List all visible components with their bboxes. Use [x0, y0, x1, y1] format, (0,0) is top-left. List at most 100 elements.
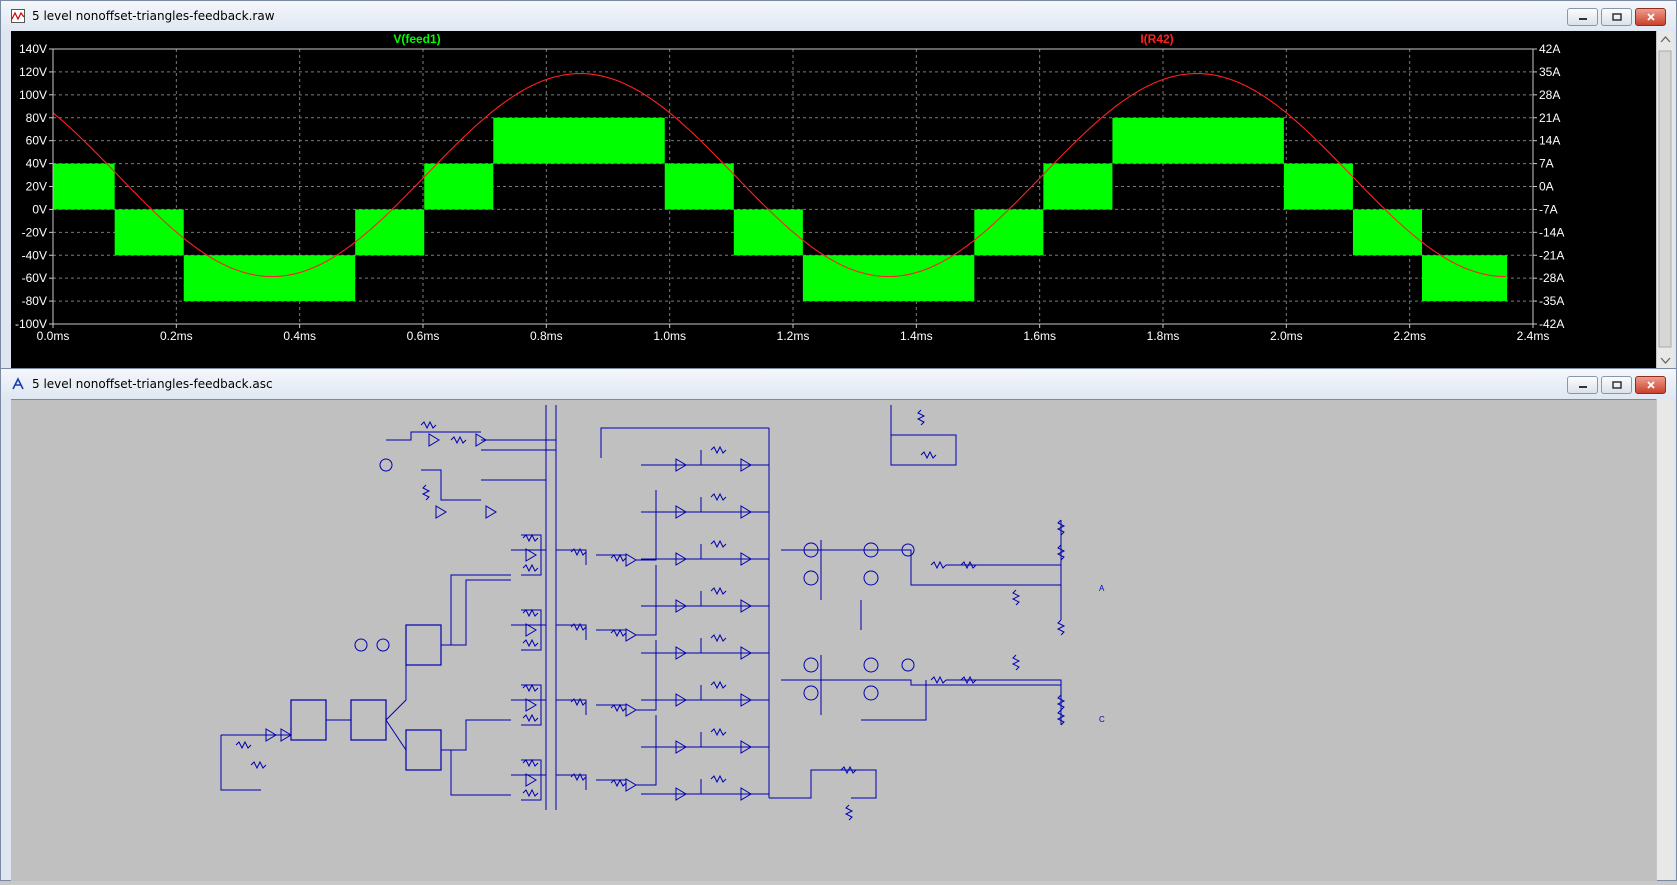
- x-tick-label: 1.8ms: [1147, 329, 1180, 343]
- opamp: [675, 693, 687, 707]
- x-tick-label: 2.2ms: [1393, 329, 1426, 343]
- opamp: [485, 505, 497, 519]
- y-right-tick-label: -21A: [1539, 248, 1564, 262]
- waveform-vertical-scrollbar[interactable]: [1656, 31, 1674, 369]
- y-left-tick-label: -80V: [22, 294, 47, 308]
- waveform-maximize-button[interactable]: [1601, 8, 1632, 26]
- opamp: [740, 646, 752, 660]
- y-right-tick-label: -14A: [1539, 225, 1564, 239]
- opamp: [740, 458, 752, 472]
- transistor: [863, 657, 879, 673]
- resistor: [930, 560, 947, 570]
- waveform-titlebar[interactable]: 5 level nonoffset-triangles-feedback.raw: [1, 1, 1676, 31]
- resistor: [710, 680, 727, 690]
- resistor: [1056, 619, 1066, 636]
- x-tick-label: 1.0ms: [653, 329, 686, 343]
- schematic-maximize-button[interactable]: [1601, 376, 1632, 394]
- x-tick-label: 1.6ms: [1023, 329, 1056, 343]
- wire: [636, 565, 657, 636]
- source: [376, 638, 390, 652]
- y-left-tick-label: -20V: [22, 225, 47, 239]
- y-left-tick-label: 120V: [19, 65, 47, 79]
- resistor: [840, 765, 857, 775]
- transistor: [803, 657, 819, 673]
- resistor: [570, 697, 587, 707]
- opamp: [675, 740, 687, 754]
- transistor: [803, 570, 819, 586]
- resistor: [920, 450, 937, 460]
- v-band-segment: [53, 163, 115, 210]
- y-right-tick-label: -7A: [1539, 202, 1558, 216]
- wire: [521, 684, 542, 726]
- y-axis-left-labels: 140V120V100V80V60V40V20V0V-20V-40V-60V-8…: [15, 42, 53, 331]
- resistor: [522, 683, 539, 693]
- opamp: [740, 599, 752, 613]
- v-band-segment: [1112, 117, 1284, 164]
- schematic-close-button[interactable]: [1635, 376, 1666, 394]
- resistor: [570, 772, 587, 782]
- resistor: [710, 586, 727, 596]
- trace-label-v-feed1[interactable]: V(feed1): [393, 32, 440, 46]
- wire: [636, 640, 657, 711]
- wire: [220, 735, 261, 791]
- waveform-close-button[interactable]: [1635, 8, 1666, 26]
- opamp: [675, 787, 687, 801]
- x-tick-label: 0.0ms: [37, 329, 70, 343]
- wire: [386, 431, 481, 441]
- opamp: [435, 505, 447, 519]
- opamp: [740, 505, 752, 519]
- opamp: [740, 740, 752, 754]
- trace-label-i-r42[interactable]: I(R42): [1140, 32, 1173, 46]
- resistor: [1056, 709, 1066, 726]
- transistor: [803, 542, 819, 558]
- transistor: [863, 542, 879, 558]
- wire: [521, 534, 542, 576]
- schematic-drawing[interactable]: A C: [11, 400, 1657, 881]
- resistor: [235, 740, 252, 750]
- resistor: [710, 492, 727, 502]
- resistor: [522, 533, 539, 543]
- opamp: [740, 552, 752, 566]
- v-band-segment: [355, 209, 425, 256]
- wire: [556, 624, 587, 640]
- wire: [441, 719, 511, 751]
- pwm-block: [290, 699, 327, 741]
- v-band-segment: [114, 209, 184, 256]
- schematic-minimize-button[interactable]: [1567, 376, 1598, 394]
- opamp: [525, 548, 537, 562]
- wire: [450, 750, 511, 796]
- pwm-block: [350, 699, 387, 741]
- wire: [521, 609, 542, 651]
- resistor: [570, 547, 587, 557]
- x-tick-label: 1.2ms: [777, 329, 810, 343]
- source: [354, 638, 368, 652]
- schematic-canvas[interactable]: A C: [11, 399, 1657, 881]
- resistor: [610, 553, 627, 563]
- wire: [636, 715, 657, 786]
- y-right-tick-label: 35A: [1539, 65, 1560, 79]
- wire: [385, 719, 407, 751]
- resistor: [421, 484, 431, 501]
- v-band-segment: [424, 163, 494, 210]
- trace-i-r42: [52, 73, 1506, 278]
- v-band-segment: [802, 255, 975, 302]
- y-right-tick-label: -42A: [1539, 317, 1564, 331]
- schematic-window-title: 5 level nonoffset-triangles-feedback.asc: [32, 377, 273, 391]
- wire: [450, 574, 511, 645]
- resistor: [1056, 519, 1066, 536]
- resistor: [710, 727, 727, 737]
- node-label-a: A: [1099, 584, 1105, 593]
- v-band-segment: [1043, 163, 1113, 210]
- opamp: [280, 728, 292, 742]
- waveform-minimize-button[interactable]: [1567, 8, 1598, 26]
- opamp: [265, 728, 277, 742]
- resistor: [610, 778, 627, 788]
- wire: [385, 645, 407, 721]
- schematic-titlebar[interactable]: 5 level nonoffset-triangles-feedback.asc: [1, 369, 1676, 399]
- y-right-tick-label: 28A: [1539, 88, 1560, 102]
- x-tick-label: 0.2ms: [160, 329, 193, 343]
- schematic-vertical-scrollbar[interactable]: [1656, 399, 1674, 880]
- opamp: [625, 778, 637, 792]
